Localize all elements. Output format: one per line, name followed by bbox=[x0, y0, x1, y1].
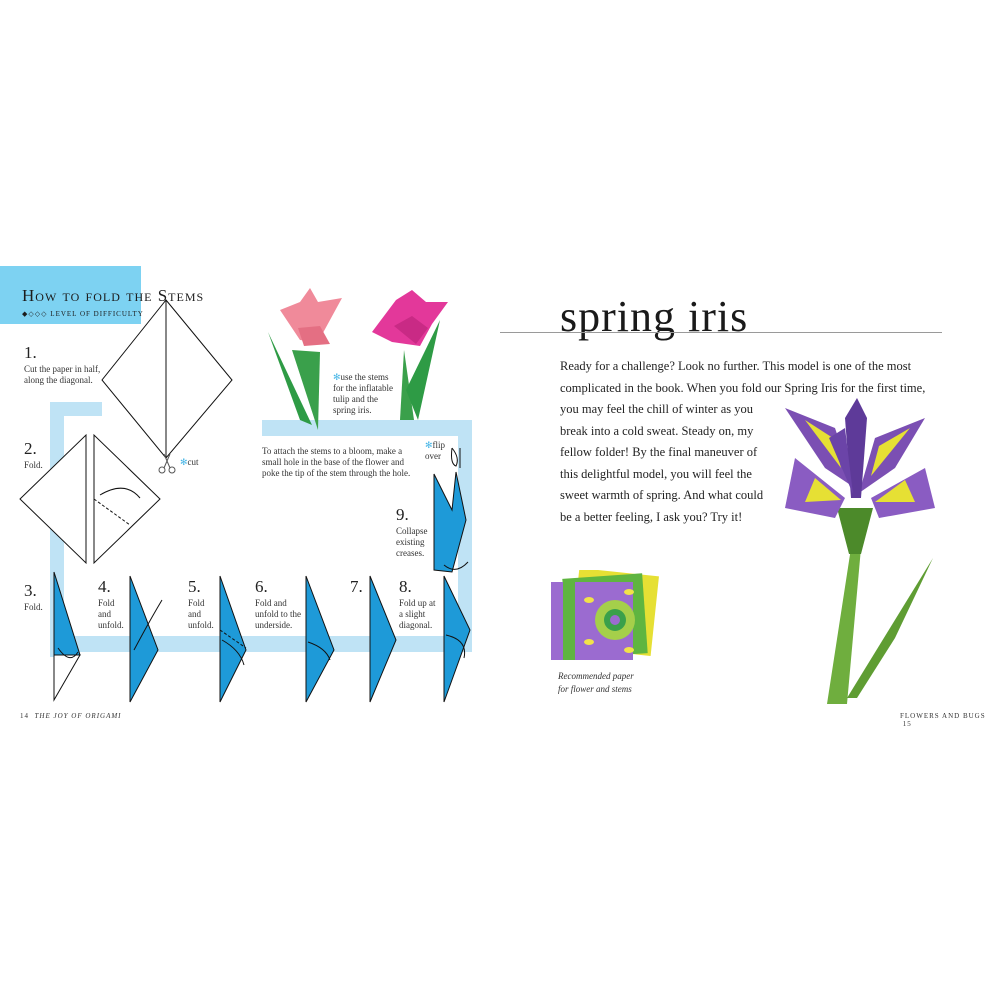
paper-caption: Recommended paper for flower and stems bbox=[558, 670, 634, 696]
intro-line-5: fellow folder! By the final maneuver of bbox=[560, 445, 758, 459]
asterisk-icon: ✻ bbox=[425, 440, 433, 450]
section-title: How to fold the Stems bbox=[22, 286, 205, 305]
scissors-icon bbox=[158, 453, 176, 474]
recommended-paper-swatch bbox=[551, 570, 659, 660]
paper-caption-line-2: for flower and stems bbox=[558, 684, 632, 694]
page-title: spring iris bbox=[560, 292, 749, 341]
difficulty-diamonds-icon: ◆◇◇◇ bbox=[22, 310, 51, 318]
left-page-number: 14 bbox=[20, 712, 29, 720]
step2-text: Fold. bbox=[24, 460, 43, 470]
step4-number: 4. bbox=[98, 577, 111, 596]
step5-text: Fold and unfold. bbox=[188, 598, 214, 630]
step5-number: 5. bbox=[188, 577, 201, 596]
step1-diagram bbox=[101, 299, 233, 459]
step1-number: 1. bbox=[24, 343, 37, 362]
step-path-right bbox=[458, 420, 472, 652]
intro-line-6: this delightful model, you will feel the bbox=[560, 467, 752, 481]
step4-diagram bbox=[129, 575, 163, 703]
paper-caption-line-1: Recommended paper bbox=[558, 671, 634, 681]
step2-number: 2. bbox=[24, 439, 37, 458]
intro-line-7: sweet warmth of spring. And what could bbox=[560, 488, 764, 502]
intro-line-4: break into a cold sweat. Steady on, my bbox=[560, 424, 754, 438]
section-title-box bbox=[0, 266, 141, 324]
difficulty-label: LEVEL OF DIFFICULTY bbox=[50, 310, 144, 318]
flip-over-note: ✻flip over bbox=[425, 440, 446, 461]
left-footer: 14 THE JOY OF ORIGAMI bbox=[20, 712, 122, 720]
tulip-flower-illustration bbox=[268, 288, 342, 430]
right-footer: FLOWERS AND BUGS 15 bbox=[900, 712, 1000, 728]
step8-diagram bbox=[443, 575, 471, 703]
intro-line-2: complicated in the book. When you fold o… bbox=[560, 381, 926, 395]
step8-number: 8. bbox=[399, 577, 412, 596]
step-path-upper bbox=[262, 420, 472, 436]
title-rule bbox=[500, 332, 942, 333]
book-title: THE JOY OF ORIGAMI bbox=[34, 712, 122, 720]
step7-diagram bbox=[369, 575, 397, 703]
step6-text: Fold and unfold to the underside. bbox=[255, 598, 301, 630]
intro-line-3: you may feel the chill of winter as you bbox=[560, 402, 753, 416]
right-page-number: 15 bbox=[902, 720, 912, 728]
section-name: FLOWERS AND BUGS bbox=[900, 712, 986, 720]
intro-line-8: be a better feeling, I ask you? Try it! bbox=[560, 510, 743, 524]
flip-over-icon bbox=[451, 447, 461, 468]
step1-text: Cut the paper in half, along the diagona… bbox=[24, 364, 101, 385]
step6-number: 6. bbox=[255, 577, 268, 596]
step6-diagram bbox=[305, 575, 335, 703]
step9-text: Collapse existing creases. bbox=[396, 526, 428, 558]
step5-diagram bbox=[219, 575, 247, 703]
step3-diagram bbox=[53, 571, 81, 702]
step4-text: Fold and unfold. bbox=[98, 598, 124, 630]
folding-diagrams bbox=[19, 288, 471, 703]
stems-note: ✻use the stems for the inflatable tulip … bbox=[333, 372, 393, 415]
step7-number: 7. bbox=[350, 577, 363, 596]
step2-diagram bbox=[19, 433, 161, 565]
spring-iris-illustration bbox=[785, 398, 935, 704]
difficulty-indicator: ◆◇◇◇ LEVEL OF DIFFICULTY bbox=[22, 310, 144, 318]
step9-diagram bbox=[433, 471, 469, 573]
attach-note: To attach the stems to a bloom, make a s… bbox=[262, 446, 411, 478]
intro-line-1: Ready for a challenge? Look no further. … bbox=[560, 359, 912, 373]
cut-label: ✻cut bbox=[180, 457, 199, 467]
asterisk-icon: ✻ bbox=[333, 372, 341, 382]
step9-number: 9. bbox=[396, 505, 409, 524]
step3-text: Fold. bbox=[24, 602, 43, 612]
step8-text: Fold up at a slight diagonal. bbox=[399, 598, 436, 630]
asterisk-icon: ✻ bbox=[180, 457, 188, 467]
iris-flower-small-illustration bbox=[372, 290, 448, 420]
step3-number: 3. bbox=[24, 581, 37, 600]
